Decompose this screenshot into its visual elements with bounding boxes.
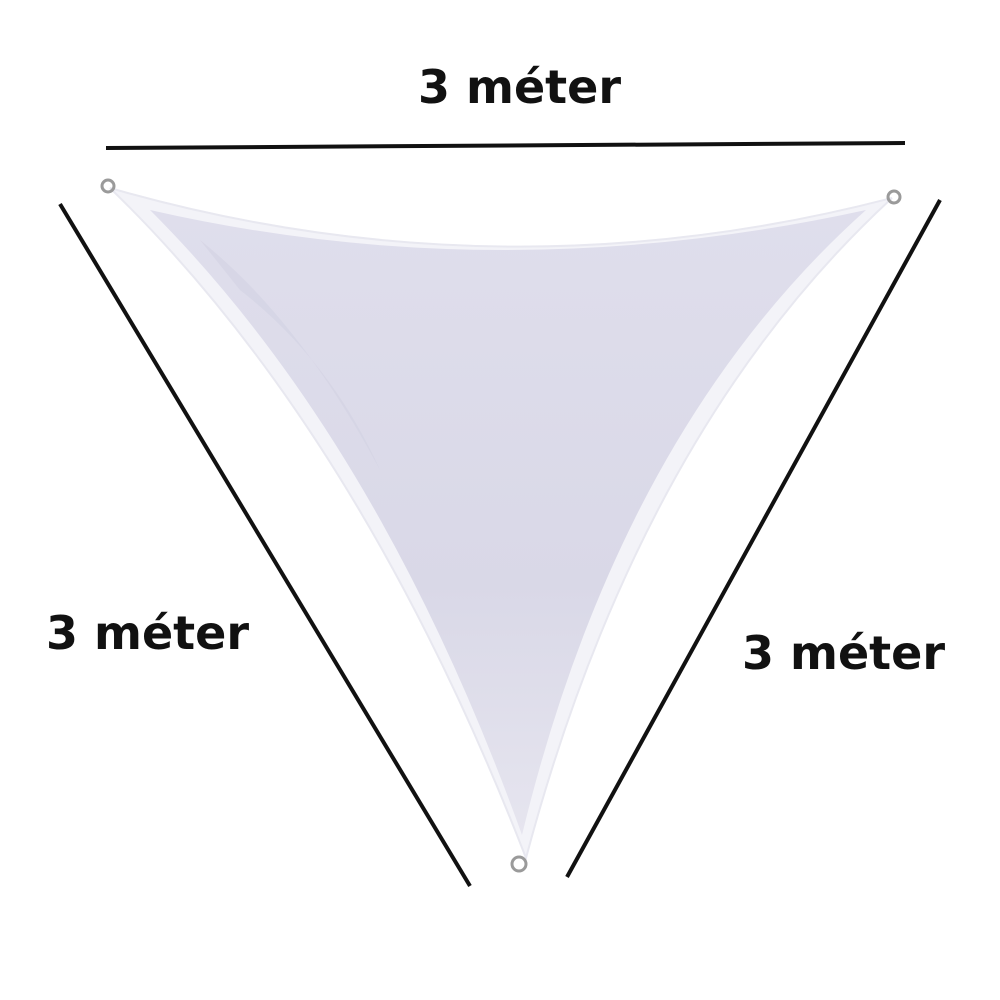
top-dimension-line xyxy=(105,141,906,150)
right-dimension-label: 3 méter xyxy=(742,626,946,680)
right-dimension-line xyxy=(565,199,942,878)
corner-ring-left xyxy=(100,178,116,194)
shade-sail xyxy=(150,210,866,835)
top-dimension-label: 3 méter xyxy=(418,60,622,114)
corner-ring-right xyxy=(886,189,902,205)
corner-ring-bottom xyxy=(510,855,528,873)
left-dimension-line xyxy=(58,202,472,888)
left-dimension-label: 3 méter xyxy=(46,606,250,660)
